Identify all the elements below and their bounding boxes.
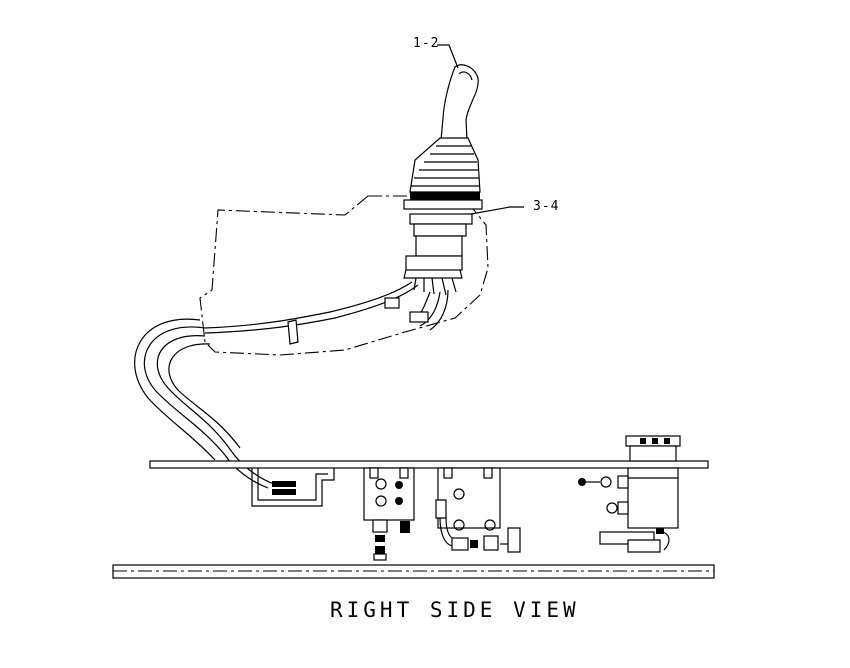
joystick-handle [440,64,479,141]
deck-plate [149,460,709,469]
view-title: RIGHT SIDE VIEW [330,598,580,622]
switch-body [403,213,473,296]
left-bracket [251,468,335,507]
base-frame [112,564,715,579]
cable-loop [134,318,275,489]
callout-label-handle: 1-2 [413,36,440,51]
wire-harness [204,281,449,345]
valve-block-left [363,467,415,561]
callout-leaders [437,44,524,217]
valve-block-right [435,467,521,553]
console-housing-outline [199,195,489,356]
callout-label-boot: 3-4 [533,199,560,214]
joystick-boot [403,137,483,210]
pump-assembly [578,435,681,553]
